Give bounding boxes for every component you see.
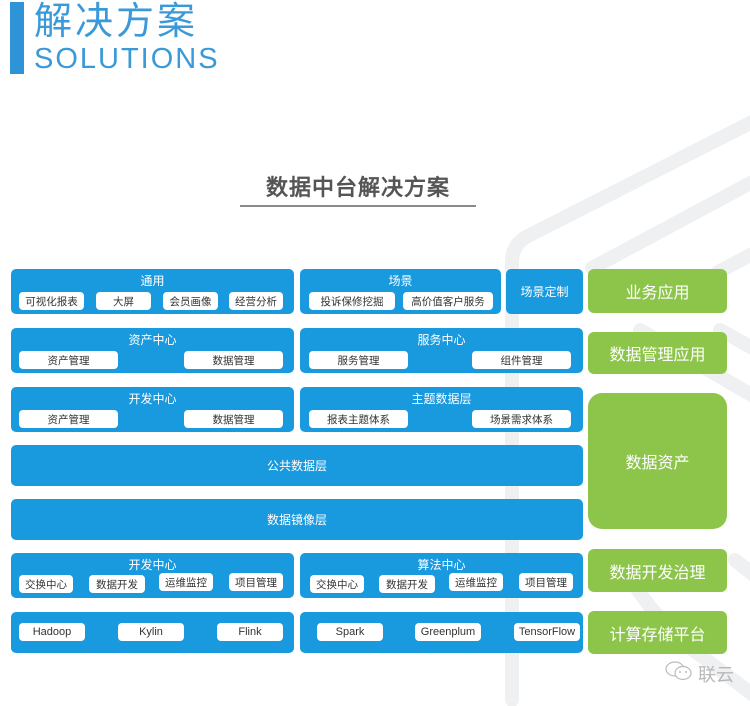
block-compute-left: Hadoop Kylin Flink	[11, 612, 294, 653]
chip-visual-report: 可视化报表	[19, 292, 84, 310]
category-business-app: 业务应用	[588, 269, 727, 313]
chip-ops-monitoring: 运维监控	[159, 573, 213, 591]
category-data-management-app: 数据管理应用	[588, 332, 727, 374]
chip-data-development: 数据开发	[89, 575, 145, 593]
block-service-center: 服务中心 服务管理 组件管理	[300, 328, 583, 373]
chip-greenplum: Greenplum	[415, 623, 481, 641]
block-public-layer: 公共数据层	[11, 445, 583, 486]
chip-data-management: 数据管理	[184, 410, 283, 428]
watermark-text: 联云	[698, 664, 734, 686]
block-title: 资产中心	[128, 333, 177, 347]
block-dev-center-bottom: 开发中心 交换中心 数据开发 运维监控 项目管理	[11, 553, 294, 598]
chip-data-development: 数据开发	[379, 575, 435, 593]
block-compute-right: Spark Greenplum TensorFlow	[300, 612, 583, 653]
chip-asset-management: 资产管理	[19, 351, 118, 369]
block-theme-layer: 主题数据层 报表主题体系 场景需求体系	[300, 387, 583, 432]
block-title: 场景	[388, 274, 413, 288]
section-title-cn: 解决方案	[34, 0, 199, 43]
chip-spark: Spark	[317, 623, 383, 641]
chip-business-analysis: 经营分析	[229, 292, 283, 310]
chip-kylin: Kylin	[118, 623, 184, 641]
block-title: 主题数据层	[411, 392, 472, 406]
category-data-dev-governance: 数据开发治理	[588, 549, 727, 592]
chip-data-management: 数据管理	[184, 351, 283, 369]
chip-tensorflow: TensorFlow	[514, 623, 580, 641]
chip-project-management: 项目管理	[229, 573, 283, 591]
block-algo-center: 算法中心 交换中心 数据开发 运维监控 项目管理	[300, 553, 583, 598]
block-scene-custom: 场景定制	[506, 269, 583, 314]
block-mirror-layer: 数据镜像层	[11, 499, 583, 540]
chip-ops-monitoring: 运维监控	[449, 573, 503, 591]
chip-scene-demand: 场景需求体系	[472, 410, 571, 428]
block-title: 通用	[140, 274, 165, 288]
chip-high-value-service: 高价值客户服务	[403, 292, 493, 310]
category-data-assets: 数据资产	[588, 393, 727, 529]
block-general: 通用 可视化报表 大屏 会员画像 经营分析	[11, 269, 294, 314]
chip-hadoop: Hadoop	[19, 623, 85, 641]
section-title-en: SOLUTIONS	[34, 43, 220, 75]
title-underline	[240, 205, 476, 207]
chip-complaint-mining: 投诉保修挖掘	[309, 292, 395, 310]
chip-exchange-center: 交换中心	[310, 575, 364, 593]
chip-component-management: 组件管理	[472, 351, 571, 369]
chip-asset-management: 资产管理	[19, 410, 118, 428]
block-dev-center-top: 开发中心 资产管理 数据管理	[11, 387, 294, 432]
chip-member-portrait: 会员画像	[163, 292, 218, 310]
category-compute-storage: 计算存储平台	[588, 611, 727, 654]
block-scene: 场景 投诉保修挖掘 高价值客户服务	[300, 269, 501, 314]
watermark: 联云	[664, 660, 734, 687]
chip-report-theme: 报表主题体系	[309, 410, 408, 428]
chip-exchange-center: 交换中心	[19, 575, 73, 593]
block-title: 开发中心	[128, 392, 177, 406]
diagram-title: 数据中台解决方案	[265, 176, 450, 201]
block-title: 算法中心	[417, 558, 466, 572]
block-title: 开发中心	[128, 558, 177, 572]
chip-service-management: 服务管理	[309, 351, 408, 369]
chip-flink: Flink	[217, 623, 283, 641]
chip-big-screen: 大屏	[96, 292, 151, 310]
wechat-icon	[664, 660, 694, 687]
block-title: 服务中心	[417, 333, 466, 347]
block-asset-center: 资产中心 资产管理 数据管理	[11, 328, 294, 373]
title-accent-bar	[10, 2, 24, 74]
chip-project-management: 项目管理	[519, 573, 573, 591]
